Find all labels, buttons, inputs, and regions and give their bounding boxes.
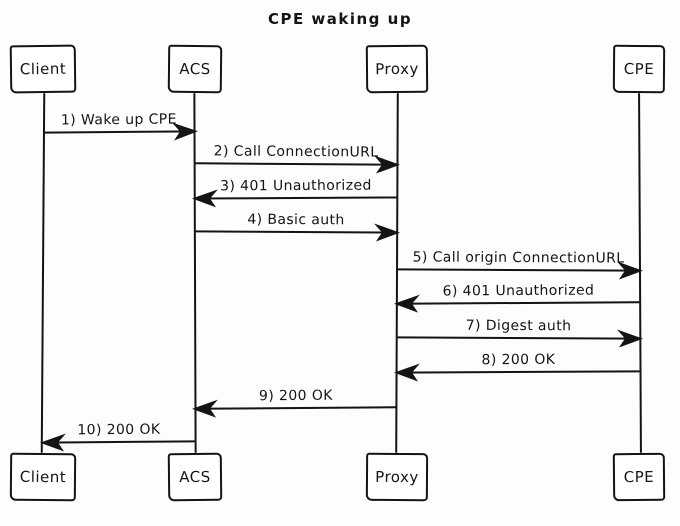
actor-box-cpe-top: CPE [612,44,666,94]
message-8-label: 8) 200 OK [481,351,556,369]
message-2-label: 2) Call ConnectionURL [213,143,379,161]
message-3-label: 3) 401 Unauthorized [220,177,372,195]
arrowhead-left-icon [394,294,420,313]
actor-label-acs: ACS [179,467,211,487]
message-2-arrow: 2) Call ConnectionURL [194,143,400,174]
message-5-arrow: 5) Call origin ConnectionURL [396,249,643,280]
message-6-line [396,301,641,305]
actor-label-cpe: CPE [623,467,655,487]
arrowhead-right-icon [374,223,400,242]
actor-label-client: Client [19,467,67,487]
message-9-line [194,406,398,410]
message-3-line [194,196,398,200]
message-6-arrow: 6) 401 Unauthorized [394,283,641,313]
message-3-arrow: 3) 401 Unauthorized [192,178,398,208]
message-8-arrow: 8) 200 OK [394,352,641,382]
arrowhead-right-icon [171,122,198,141]
actor-box-acs-bottom: ACS [167,452,223,502]
actor-box-cpe-bottom: CPE [612,452,666,502]
message-9-arrow: 9) 200 OK [192,388,398,418]
actor-label-client: Client [19,59,67,79]
actor-label-proxy: Proxy [375,59,419,79]
arrowhead-left-icon [394,363,420,382]
message-5-label: 5) Call origin ConnectionURL [412,249,625,267]
actor-box-proxy-top: Proxy [365,44,429,94]
diagram-title: CPE waking up [267,10,413,28]
message-9-label: 9) 200 OK [258,387,333,405]
message-7-label: 7) Digest auth [465,317,572,335]
message-5-line [396,268,641,272]
arrowhead-left-icon [40,433,66,452]
actor-box-proxy-bottom: Proxy [365,452,429,502]
lifeline-client [40,92,46,454]
actor-label-proxy: Proxy [375,467,419,487]
message-1-arrow: 1) Wake up CPE [42,111,198,141]
message-10-arrow: 10) 200 OK [40,422,196,452]
message-6-label: 6) 401 Unauthorized [442,282,595,300]
arrowhead-right-icon [374,155,400,174]
message-2-line [194,162,398,166]
message-7-line [396,336,641,340]
actor-label-acs: ACS [179,59,211,79]
arrowhead-right-icon [617,329,643,348]
arrowhead-left-icon [192,189,218,208]
message-4-label: 4) Basic auth [247,211,345,229]
actor-box-client-top: Client [9,44,77,94]
arrowhead-right-icon [617,261,643,280]
actor-label-cpe: CPE [623,59,655,79]
actor-box-acs-top: ACS [167,44,223,94]
message-7-arrow: 7) Digest auth [396,318,643,348]
message-4-arrow: 4) Basic auth [194,212,400,242]
message-8-line [396,370,641,374]
actor-box-client-bottom: Client [9,452,77,502]
message-4-line [194,230,398,234]
arrowhead-left-icon [192,399,218,418]
